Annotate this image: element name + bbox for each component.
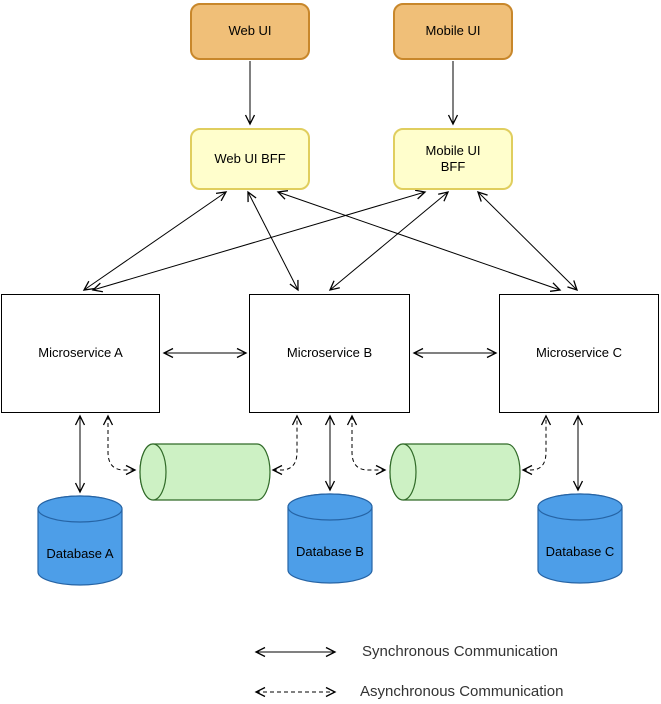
database-b-shape [287,493,373,584]
message-queue-1-shape [139,443,271,501]
edge-webbff-msa [82,191,228,291]
edge-mobilebff-msb [328,191,450,291]
edge-mobilebff-msc [476,190,579,292]
node-web-ui: Web UI [190,3,310,60]
node-mobile-ui: Mobile UI [393,3,513,60]
legend-sync-arrow [254,646,337,658]
node-microservice-c: Microservice C [499,294,659,413]
queue-shapes [139,443,521,501]
database-b-label: Database B [296,544,364,559]
sync-connectors [74,61,584,494]
node-microservice-b-label: Microservice B [286,345,373,361]
database-shapes [37,493,623,586]
database-c-label: Database C [545,544,615,559]
node-mobile-ui-bff: Mobile UI BFF [393,128,513,190]
message-queue-2-shape [389,443,521,501]
edge-msb-queue2 [346,414,387,476]
legend-async-arrow [254,686,337,698]
edge-msa-queue1 [102,414,137,476]
legend-sync-label: Synchronous Communication [362,643,558,660]
edge-queue2-msc [521,414,552,476]
node-web-ui-bff-label: Web UI BFF [214,150,286,166]
node-mobile-ui-label: Mobile UI [425,23,481,39]
legend-async-label: Asynchronous Communication [360,683,564,700]
node-mobile-ui-bff-label: Mobile UI BFF [425,142,481,174]
async-connectors [102,414,552,476]
edge-queue1-msb [271,414,303,476]
database-c-shape [537,493,623,584]
node-microservice-a: Microservice A [1,294,160,413]
node-microservice-a-label: Microservice A [38,345,123,361]
node-microservice-c-label: Microservice C [536,345,622,361]
edge-mobilebff-msa [91,189,427,293]
database-a-shape [37,495,123,586]
node-web-ui-label: Web UI [228,23,272,39]
node-microservice-b: Microservice B [249,294,410,413]
node-web-ui-bff: Web UI BFF [190,128,310,190]
database-a-label: Database A [46,546,114,561]
edge-webbff-msb [247,190,299,292]
edge-webbff-msc [276,190,562,292]
